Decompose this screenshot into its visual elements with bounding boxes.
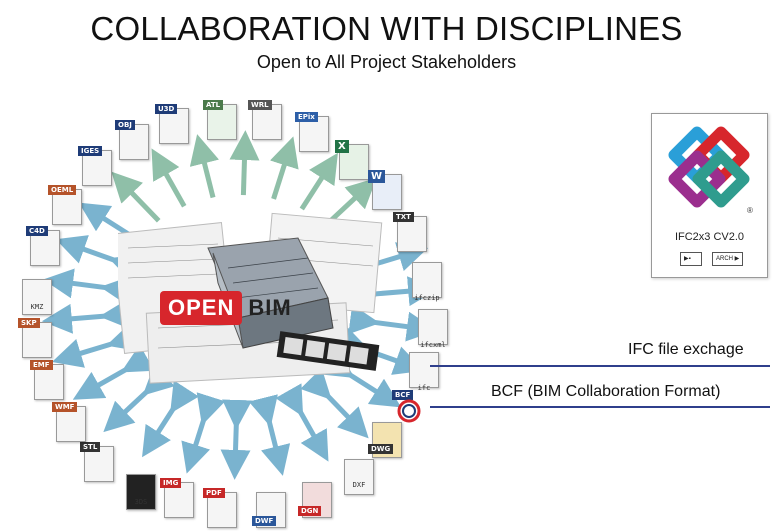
- exchange-arrow: [300, 368, 369, 439]
- ifcxml-label: ifcxml: [420, 341, 446, 349]
- exchange-arrow: [43, 268, 132, 306]
- excel-file-icon: X: [335, 140, 369, 180]
- bcf-ring-icon: [397, 399, 421, 423]
- ifc-version-label: IFC2x3 CV2.0: [674, 231, 745, 243]
- u3d-file-icon: U3D: [155, 104, 189, 144]
- exchange-arrow: [55, 235, 143, 283]
- dgn-file-icon: DGN: [298, 478, 332, 518]
- ifc-exchange-label: IFC file exchage: [628, 341, 744, 358]
- c4d-file-icon: C4D: [26, 226, 60, 266]
- dxf-label: DXF: [352, 481, 366, 489]
- exchange-arrow: [275, 383, 329, 462]
- bcf-line: [430, 406, 770, 408]
- wmf-file-icon: WMF: [52, 402, 86, 442]
- txt-label: TXT: [393, 212, 414, 222]
- word-file-icon: W: [368, 170, 402, 210]
- dxf-file-icon: DXF: [340, 455, 374, 495]
- bcf-label: BCF: [392, 390, 414, 400]
- ifczip-file-icon: ifczip: [408, 258, 442, 302]
- pdf-label: PDF: [203, 488, 225, 498]
- exchange-arrow: [269, 136, 299, 200]
- stl-file-icon: STL: [80, 442, 114, 482]
- exchange-arrow: [151, 148, 187, 208]
- open-bim-logo: OPEN BIM: [160, 290, 292, 326]
- dgn-label: DGN: [298, 506, 322, 516]
- atl-label: ATL: [203, 100, 224, 110]
- c4d-label: C4D: [26, 226, 48, 236]
- ifcxml-file-icon: ifcxml: [414, 305, 448, 349]
- ifc-logo-icon: [668, 126, 750, 208]
- dwg-file-icon: DWG: [368, 418, 402, 458]
- page-title: COLLABORATION WITH DISCIPLINES: [90, 10, 683, 47]
- stl-label: STL: [80, 442, 101, 452]
- pdf-file-icon: PDF: [203, 488, 237, 528]
- skp-label: SKP: [18, 318, 40, 328]
- iges-file-icon: IGES: [78, 146, 112, 186]
- exchange-arrow: [142, 380, 199, 458]
- kmz-file-icon: KMZ: [18, 275, 52, 315]
- exchange-arrow: [220, 399, 253, 480]
- wrl-file-icon: WRL: [248, 100, 282, 140]
- bcf-file-icon: BCF: [392, 390, 426, 430]
- txt-file-icon: TXT: [393, 212, 427, 252]
- dwg-label: DWG: [368, 444, 394, 454]
- atl-file-icon: ATL: [203, 100, 237, 140]
- wrl-label: WRL: [248, 100, 272, 110]
- exchange-arrow: [41, 299, 131, 334]
- skp-file-icon: SKP: [18, 318, 52, 358]
- oeml-file-icon: OEML: [48, 185, 82, 225]
- exchange-arrow: [189, 134, 219, 199]
- ifc-exchange-line: [430, 365, 770, 367]
- oeml-label: OEML: [48, 185, 77, 195]
- bcf-annotation-label: BCF (BIM Collaboration Format): [491, 383, 721, 400]
- ifc-file-icon: ifc: [405, 348, 439, 392]
- dwf-label: DWF: [252, 516, 277, 526]
- import-pill: ▶▪: [680, 252, 702, 266]
- arch-pill: ARCH ▶: [712, 252, 744, 266]
- exchange-arrow: [51, 322, 140, 368]
- epix-file-icon: EPix: [295, 112, 329, 152]
- exchange-arrow: [248, 394, 291, 476]
- epix-label: EPix: [295, 112, 318, 122]
- iges-label: IGES: [78, 146, 103, 156]
- 3ds-label: 3DS: [134, 498, 148, 506]
- bim-label: BIM: [248, 295, 292, 320]
- wmf-label: WMF: [52, 402, 78, 412]
- exchange-arrow: [181, 392, 226, 474]
- arch-label: ARCH: [716, 256, 734, 262]
- kmz-label: KMZ: [30, 303, 44, 311]
- emf-label: EMF: [30, 360, 53, 370]
- dwf-file-icon: DWF: [252, 488, 286, 528]
- ifc-logo-card: ® IFC2x3 CV2.0 ▶▪ ARCH ▶: [651, 113, 768, 278]
- emf-file-icon: EMF: [30, 360, 64, 400]
- exchange-arrow: [103, 364, 175, 433]
- obj-file-icon: OBJ: [115, 120, 149, 160]
- img-label: IMG: [160, 478, 182, 488]
- 3ds-file-icon: 3DS: [122, 470, 156, 510]
- obj-label: OBJ: [115, 120, 135, 130]
- ifczip-label: ifczip: [414, 294, 440, 302]
- exchange-arrow: [72, 344, 155, 400]
- exchange-arrow: [299, 152, 338, 211]
- open-label: OPEN: [160, 291, 243, 325]
- registered-mark: ®: [747, 206, 753, 215]
- exchange-arrow: [348, 304, 437, 342]
- page-subtitle: Open to All Project Stakeholders: [256, 52, 517, 72]
- exchange-arrow: [229, 130, 260, 196]
- img-file-icon: IMG: [160, 478, 194, 518]
- u3d-label: U3D: [155, 104, 178, 114]
- ifc-label: ifc: [417, 384, 431, 392]
